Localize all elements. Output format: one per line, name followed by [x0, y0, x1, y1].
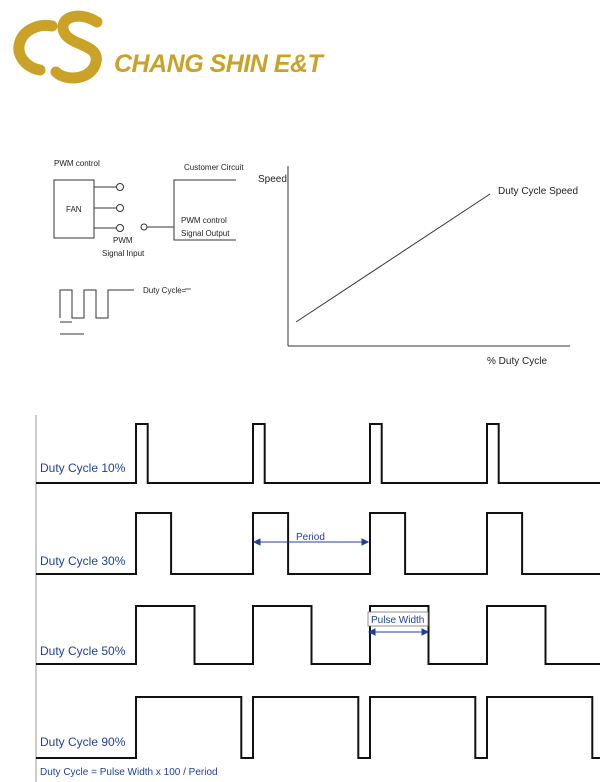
pulse-width-arrow-left [367, 628, 376, 636]
duty-cycle-formula-label: Duty Cycle= [143, 286, 187, 295]
customer-circuit-label: Customer Circuit [184, 163, 244, 172]
period-arrow-left [252, 538, 261, 546]
fan-box [53, 179, 95, 239]
duty-speed-line-label: Duty Cycle Speed [498, 186, 578, 197]
waveform-90 [36, 696, 600, 759]
wave-label-90: Duty Cycle 90% [40, 735, 126, 749]
pwm-signal-label-1: PWM [113, 236, 133, 245]
logo-s-shape [50, 10, 103, 84]
terminal-3 [116, 224, 124, 232]
wave-label-30: Duty Cycle 30% [40, 554, 126, 568]
wave-label-10: Duty Cycle 10% [40, 461, 126, 475]
duty-axis-label: % Duty Cycle [487, 356, 547, 367]
waveform-group [36, 423, 600, 759]
mini-pulse-train [59, 289, 134, 319]
logo-c-shape [13, 19, 58, 76]
pwm-signal-label-2: Signal Input [102, 249, 145, 258]
pulse-width-box [367, 611, 429, 627]
pulse-width-label: Pulse Width [371, 615, 424, 626]
pwm-output-label-1: PWM control [181, 216, 227, 225]
wave-label-50: Duty Cycle 50% [40, 644, 126, 658]
duty-cycle-formula: Duty Cycle = Pulse Width x 100 / Period [40, 767, 218, 778]
speed-axis-label: Speed [258, 174, 287, 185]
period-label: Period [296, 532, 325, 543]
pwm-output-label-2: Signal Output [181, 229, 230, 238]
customer-circuit-box [173, 179, 236, 241]
brand-name: CHANG SHIN E&T [114, 50, 323, 78]
fan-label: FAN [66, 205, 82, 214]
pulse-width-arrow-right [421, 628, 430, 636]
terminal-1 [116, 183, 124, 191]
period-arrow-right [361, 538, 370, 546]
duty-speed-line [295, 193, 491, 323]
pwm-control-label: PWM control [54, 159, 100, 168]
terminal-2 [116, 204, 124, 212]
waveform-30 [36, 512, 600, 575]
waveform-10 [36, 423, 600, 484]
waveform-50 [36, 605, 600, 665]
output-terminal [140, 223, 148, 231]
